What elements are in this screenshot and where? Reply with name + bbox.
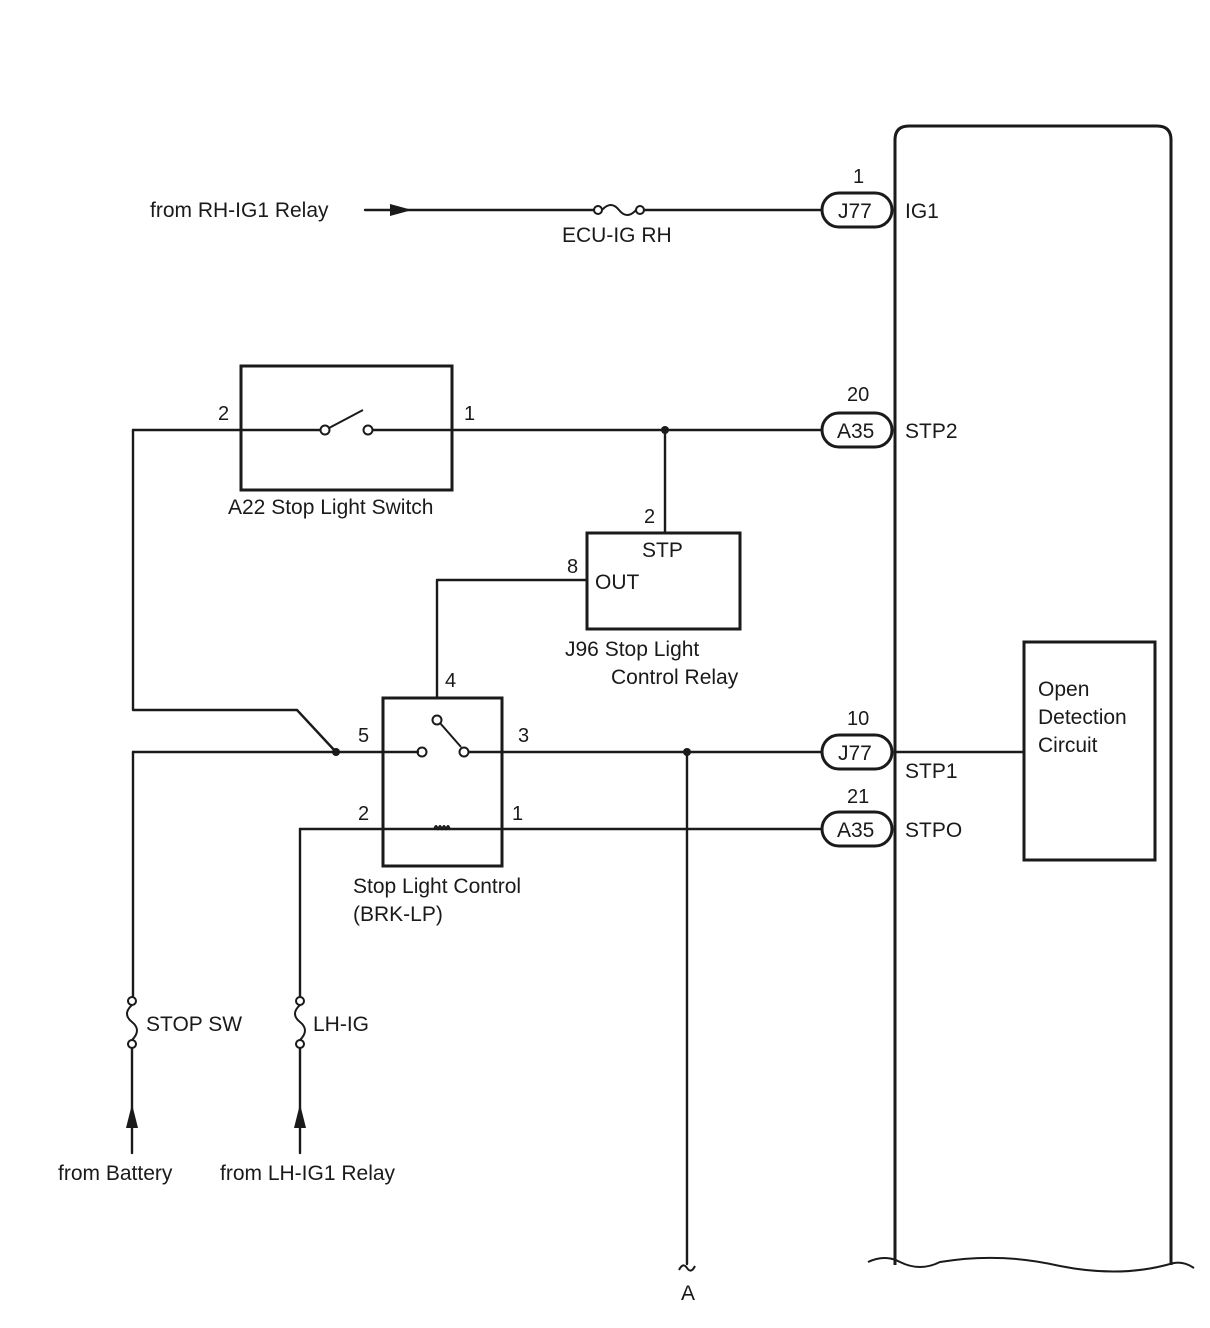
continuation-break-icon [678,1264,696,1272]
stop-light-control-relay-label-1: J96 Stop Light [565,638,699,661]
j77-ig1-connector [820,191,894,229]
lh-ig1-arrow-icon [294,1104,306,1128]
stop-light-switch-to-brk-lp-wire [131,428,338,754]
brk-lp-pin-4: 4 [445,670,456,692]
continuation-label: A [681,1282,695,1305]
ecu-break-line [867,1256,1195,1273]
rh-ig1-source-label: from RH-IG1 Relay [150,199,329,222]
relay-stp-pin-name: STP [642,539,683,562]
j77-ig1-connector-label: J77 [838,200,872,223]
a35-stpo-connector [820,810,894,848]
ecu-ig-rh-fuse-label: ECU-IG RH [562,224,672,247]
stp1-pin-name: STP1 [905,760,958,783]
relay-stp-pin-number: 2 [644,506,655,528]
stop-sw-fuse-label: STOP SW [146,1013,242,1036]
stop-light-switch-contact-icon [319,409,374,436]
stp2-pin-number: 20 [847,384,869,406]
brk-lp-label-1: Stop Light Control [353,875,521,898]
lh-ig-fuse-label: LH-IG [313,1013,369,1036]
a35-stpo-connector-label: A35 [837,819,874,842]
brk-lp-relay-box [381,696,504,868]
stpo-pin-number: 21 [847,786,869,808]
stp1-pin-number: 10 [847,708,869,730]
stop-light-switch-pin-right: 1 [464,403,475,425]
stop-light-control-relay-label-2: Control Relay [611,666,739,689]
brk-lp-pin-5: 5 [358,725,369,747]
rh-ig1-arrow-icon [390,204,412,216]
stp2-pin-name: STP2 [905,420,958,443]
relay-out-pin-name: OUT [595,571,640,594]
relay-out-pin-number: 8 [567,556,578,578]
j77-stp1-connector [820,733,894,771]
stpo-pin-name: STPO [905,819,962,842]
lh-ig1-source-label: from LH-IG1 Relay [220,1162,396,1185]
battery-arrow-icon [126,1104,138,1128]
ig1-pin-number: 1 [853,166,864,188]
out-to-brk-lp-wire [435,578,589,718]
brk-lp-pin-1: 1 [512,803,523,825]
stop-light-switch-box [239,364,454,492]
open-detection-line3: Circuit [1038,734,1098,757]
ecu-ig-rh-fuse-icon [593,204,645,216]
lh-ig-fuse-icon [294,996,306,1049]
open-detection-circuit-box [1022,640,1157,862]
j77-stp1-connector-label: J77 [838,742,872,765]
brk-lp-switch-contact-icon [416,714,470,758]
brk-lp-pin-3: 3 [518,725,529,747]
stop-light-switch-pin-left: 2 [218,403,229,425]
ig1-pin-name: IG1 [905,200,939,223]
stp-junction-dot-lower [332,748,340,756]
a35-stp2-connector [820,411,894,449]
brk-lp-pin-2: 2 [358,803,369,825]
battery-source-label: from Battery [58,1162,173,1185]
stop-sw-fuse-icon [126,996,138,1049]
open-detection-line2: Detection [1038,706,1127,729]
open-detection-line1: Open [1038,678,1089,701]
stop-light-switch-label: A22 Stop Light Switch [228,496,433,519]
brk-lp-label-2: (BRK-LP) [353,903,443,926]
a35-stp2-connector-label: A35 [837,420,874,443]
